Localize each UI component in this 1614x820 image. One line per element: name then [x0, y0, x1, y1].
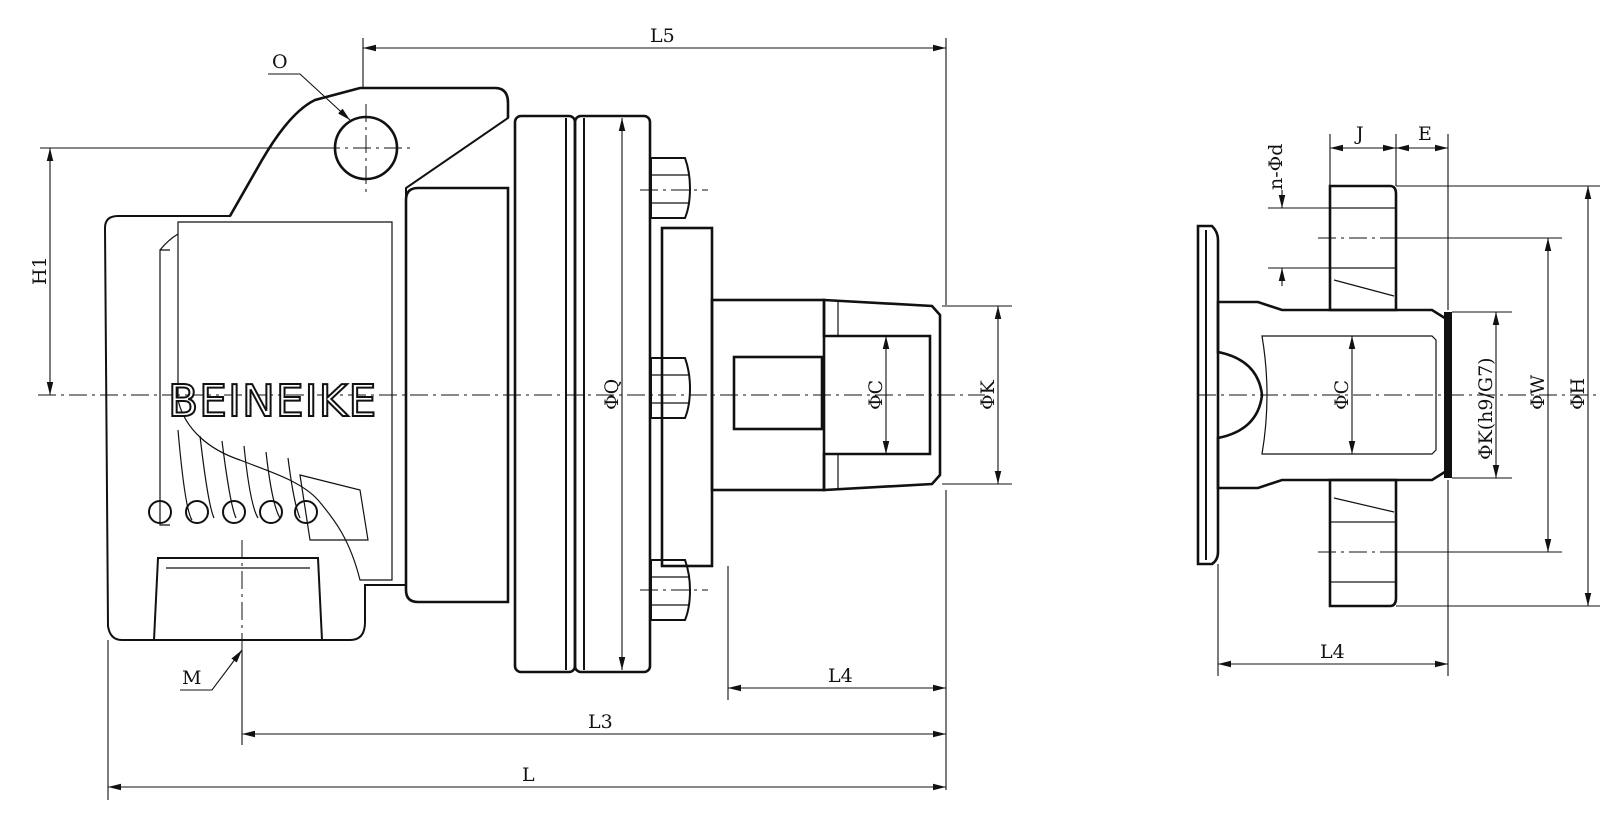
svg-text:H1: H1	[29, 256, 51, 285]
dim-O: O	[268, 51, 351, 121]
rotor-shaft	[660, 226, 942, 568]
svg-text:ΦC: ΦC	[1331, 380, 1353, 410]
spring	[148, 429, 369, 541]
dim-L: L	[107, 640, 946, 800]
svg-text:L4: L4	[828, 665, 853, 687]
svg-text:M: M	[182, 667, 201, 689]
housing-body	[103, 86, 510, 641]
dim-L4: L4	[727, 490, 947, 790]
svg-text:ΦH: ΦH	[1567, 378, 1589, 410]
dim-L5: L5	[362, 25, 947, 305]
dim-flange-L4: L4	[1217, 480, 1449, 676]
svg-text:L4: L4	[1320, 641, 1345, 663]
bottom-port	[152, 540, 324, 650]
dim-flange-C: ΦC	[1331, 336, 1356, 454]
brand-text: BEINEIKE	[168, 376, 377, 427]
bolts	[640, 157, 708, 621]
svg-text:ΦQ: ΦQ	[601, 379, 623, 410]
dim-K: ΦK	[942, 305, 1012, 485]
dim-C: ΦC	[865, 336, 890, 454]
dim-L3: L3	[241, 650, 946, 745]
svg-text:ΦK: ΦK	[977, 379, 999, 410]
main-view: BEINEIKE	[29, 25, 1012, 800]
svg-text:O: O	[272, 51, 288, 73]
dim-flange-W: ΦW	[1396, 237, 1562, 553]
dim-H1: H1	[29, 147, 322, 395]
svg-text:n-Φd: n-Φd	[1265, 144, 1287, 190]
svg-text:J: J	[1354, 123, 1364, 145]
dim-flange-H: ΦH	[1396, 185, 1600, 607]
flange-rings	[513, 114, 652, 674]
dim-J: J	[1329, 123, 1397, 186]
dim-M: M	[180, 649, 243, 691]
dim-nd: n-Φd	[1265, 144, 1330, 286]
dim-flange-K: ΦK(h9/G7)	[1452, 311, 1512, 479]
dim-Q: ΦQ	[601, 117, 626, 670]
flange-view: n-Φd J E ΦC ΦK(h9/G7)	[1196, 123, 1600, 676]
svg-text:L5: L5	[650, 25, 675, 47]
svg-text:ΦW: ΦW	[1527, 374, 1549, 410]
dim-E: E	[1396, 123, 1449, 310]
svg-text:ΦK(h9/G7): ΦK(h9/G7)	[1475, 357, 1497, 460]
svg-text:ΦC: ΦC	[865, 380, 887, 410]
svg-text:E: E	[1418, 123, 1432, 145]
svg-text:L: L	[522, 764, 535, 786]
svg-text:L3: L3	[588, 711, 613, 733]
body-cylinder	[404, 186, 510, 604]
